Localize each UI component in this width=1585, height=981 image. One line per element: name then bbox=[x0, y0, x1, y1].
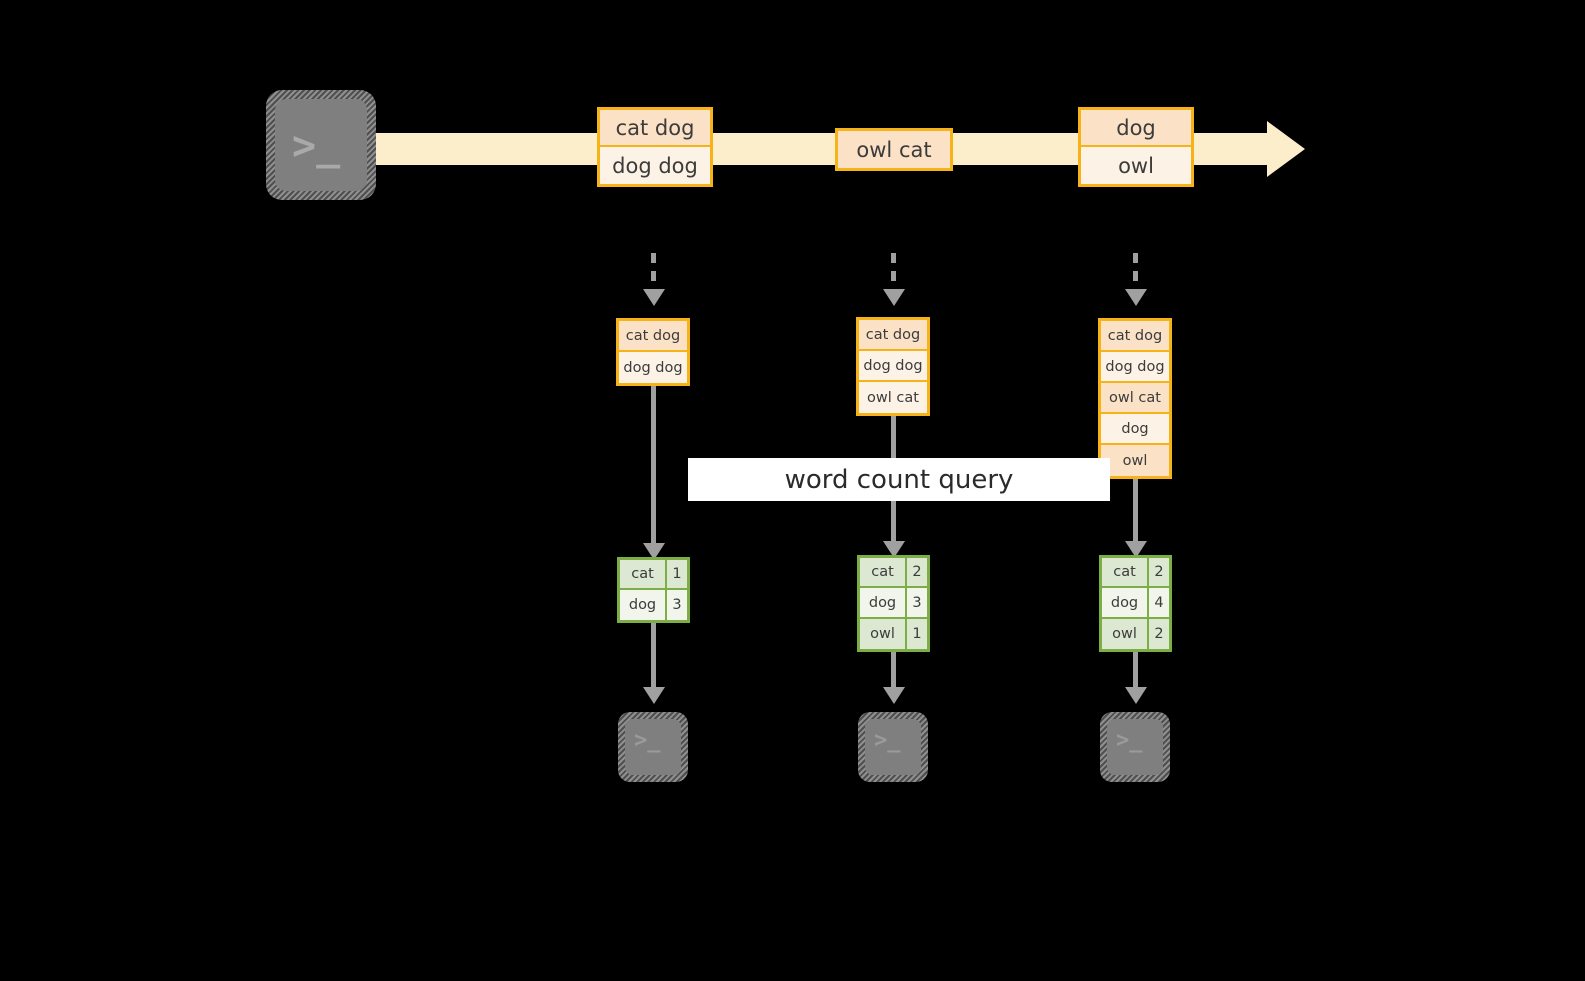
terminal-screen: >_ bbox=[1107, 719, 1163, 775]
result-count: 2 bbox=[1154, 625, 1164, 642]
snapshot-3-output-arrowhead bbox=[1125, 687, 1147, 704]
terminal-screen: >_ bbox=[865, 719, 921, 775]
snapshot-3-query-arrowhead bbox=[1125, 541, 1147, 558]
terminal-prompt-glyph: >_ bbox=[634, 728, 661, 753]
snapshot-3-tap-line bbox=[1133, 253, 1138, 289]
log-line: owl cat bbox=[1101, 383, 1169, 414]
result-count: 4 bbox=[1154, 594, 1164, 611]
result-count: 1 bbox=[672, 566, 682, 583]
snapshot-1-log: cat dog dog dog bbox=[616, 318, 690, 386]
log-line: dog dog bbox=[859, 351, 927, 382]
result-count: 2 bbox=[1154, 564, 1164, 581]
log-line: cat dog bbox=[1101, 321, 1169, 352]
stream-event-line: cat dog bbox=[600, 110, 710, 147]
log-line: dog dog bbox=[1101, 352, 1169, 383]
log-line: dog bbox=[1101, 414, 1169, 445]
result-count: 2 bbox=[912, 564, 922, 581]
result-word: owl bbox=[1102, 618, 1149, 649]
stream-event-line: owl bbox=[1081, 147, 1191, 184]
snapshot-2-tap-arrowhead bbox=[883, 289, 905, 306]
snapshot-3-output-line bbox=[1133, 651, 1138, 690]
stream-event-line: owl cat bbox=[838, 131, 950, 168]
snapshot-3-consumer-terminal-icon: >_ bbox=[1100, 712, 1170, 782]
stream-event-line: dog bbox=[1081, 110, 1191, 147]
result-count: 1 bbox=[912, 625, 922, 642]
snapshot-1-tap-line bbox=[651, 253, 656, 289]
table-row: owl 1 bbox=[860, 618, 927, 649]
stream-event-group-3: dog owl bbox=[1078, 107, 1194, 187]
result-word: cat bbox=[860, 558, 907, 587]
table-row: cat 2 bbox=[1102, 558, 1169, 589]
stream-event-group-1: cat dog dog dog bbox=[597, 107, 713, 187]
snapshot-3-result-table: cat 2 dog 4 owl 2 bbox=[1099, 555, 1172, 652]
snapshot-2-result-table: cat 2 dog 3 owl 1 bbox=[857, 555, 930, 652]
terminal-screen: >_ bbox=[625, 719, 681, 775]
snapshot-1-query-line bbox=[651, 382, 656, 548]
stream-event-group-2: owl cat bbox=[835, 128, 953, 171]
result-word: owl bbox=[860, 618, 907, 649]
query-label-text: word count query bbox=[784, 464, 1014, 495]
terminal-prompt-glyph: >_ bbox=[1116, 728, 1143, 753]
snapshot-3-query-line bbox=[1133, 474, 1138, 546]
log-line: dog dog bbox=[619, 352, 687, 383]
stream-arrow-head bbox=[1267, 121, 1305, 177]
snapshot-2-consumer-terminal-icon: >_ bbox=[858, 712, 928, 782]
snapshot-2-output-line bbox=[891, 651, 896, 690]
query-label: word count query bbox=[688, 458, 1110, 501]
snapshot-2-log: cat dog dog dog owl cat bbox=[856, 317, 930, 416]
log-line: cat dog bbox=[619, 321, 687, 352]
result-word: dog bbox=[1102, 588, 1149, 617]
log-line: cat dog bbox=[859, 320, 927, 351]
table-row: dog 3 bbox=[620, 590, 687, 620]
result-count: 3 bbox=[912, 594, 922, 611]
terminal-screen: >_ bbox=[275, 99, 367, 191]
snapshot-1-query-arrowhead bbox=[643, 543, 665, 560]
table-row: cat 1 bbox=[620, 560, 687, 591]
producer-terminal-icon: >_ bbox=[266, 90, 376, 200]
result-word: dog bbox=[860, 588, 907, 617]
snapshot-2-query-arrowhead bbox=[883, 541, 905, 558]
snapshot-1-output-line bbox=[651, 622, 656, 690]
terminal-prompt-glyph: >_ bbox=[874, 728, 901, 753]
snapshot-2-tap-line bbox=[891, 253, 896, 289]
table-row: owl 2 bbox=[1102, 618, 1169, 649]
log-line: owl cat bbox=[859, 382, 927, 413]
table-row: dog 3 bbox=[860, 588, 927, 619]
stream-event-line: dog dog bbox=[600, 147, 710, 184]
log-line: owl bbox=[1101, 445, 1169, 476]
result-word: cat bbox=[1102, 558, 1149, 587]
snapshot-1-output-arrowhead bbox=[643, 687, 665, 704]
table-row: cat 2 bbox=[860, 558, 927, 589]
snapshot-3-tap-arrowhead bbox=[1125, 289, 1147, 306]
snapshot-1-result-table: cat 1 dog 3 bbox=[617, 557, 690, 623]
result-word: dog bbox=[620, 590, 667, 620]
terminal-prompt-glyph: >_ bbox=[292, 123, 341, 169]
table-row: dog 4 bbox=[1102, 588, 1169, 619]
snapshot-3-log: cat dog dog dog owl cat dog owl bbox=[1098, 318, 1172, 479]
snapshot-1-tap-arrowhead bbox=[643, 289, 665, 306]
snapshot-2-output-arrowhead bbox=[883, 687, 905, 704]
result-word: cat bbox=[620, 560, 667, 589]
result-count: 3 bbox=[672, 597, 682, 614]
snapshot-1-consumer-terminal-icon: >_ bbox=[618, 712, 688, 782]
